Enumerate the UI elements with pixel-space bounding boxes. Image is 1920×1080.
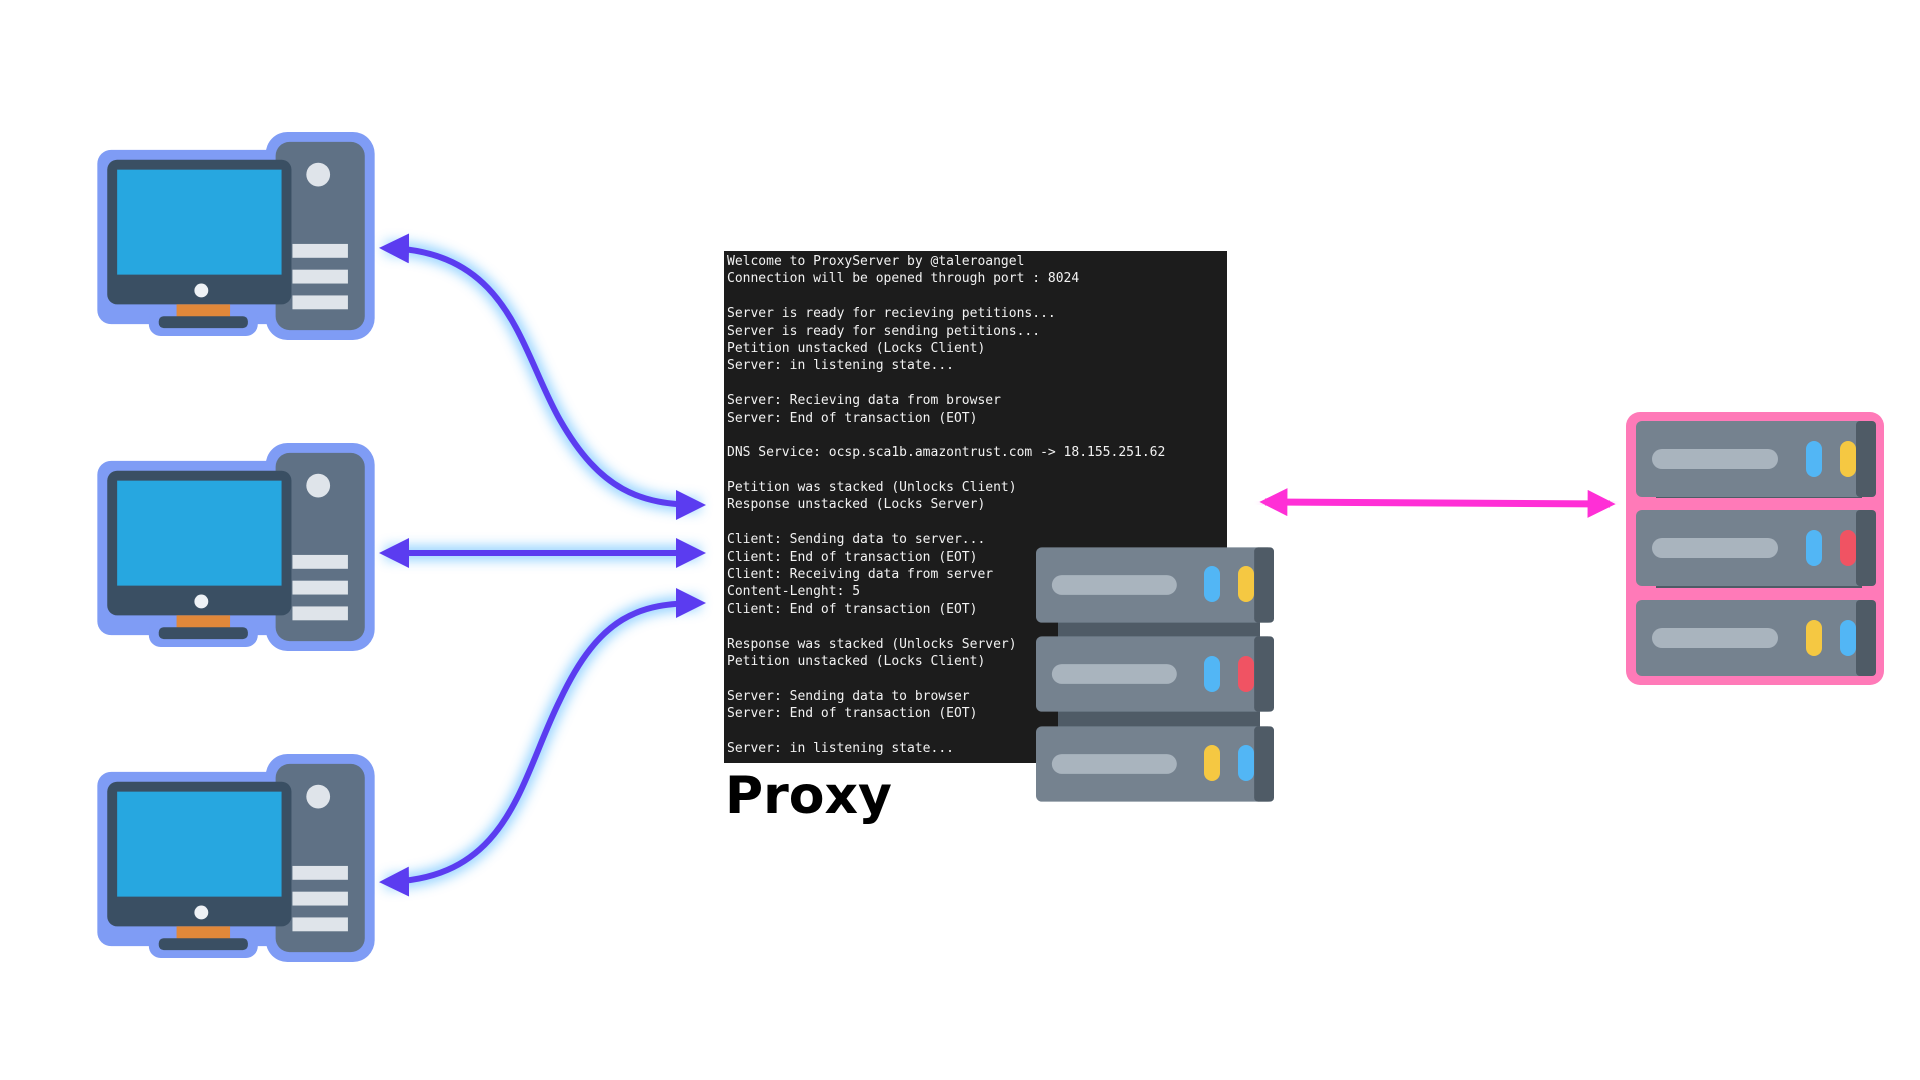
terminal-line: Server is ready for recieving petitions.… — [727, 306, 1056, 322]
terminal-line: Client: End of transaction (EOT) — [727, 601, 978, 617]
terminal-line: Petition unstacked (Locks Client) — [727, 653, 986, 669]
arrow-client-bottom-proxy — [379, 588, 706, 897]
terminal-line: Server: End of transaction (EOT) — [727, 706, 978, 722]
terminal-line: Server: in listening state... — [727, 358, 954, 374]
proxy-label: Proxy — [725, 766, 892, 826]
terminal-line: Client: End of transaction (EOT) — [727, 549, 978, 565]
terminal-line: DNS Service: ocsp.sca1b.amazontrust.com … — [727, 445, 1166, 461]
terminal-line: Client: Receiving data from server — [727, 567, 994, 583]
terminal-line: Client: Sending data to server... — [727, 532, 986, 548]
terminal-line: Petition was stacked (Unlocks Client) — [727, 480, 1017, 496]
terminal-line: Content-Lenght: 5 — [727, 584, 861, 600]
terminal-line: Server is ready for sending petitions... — [727, 323, 1041, 339]
terminal-line: Server: Sending data to browser — [727, 688, 970, 704]
terminal-line: Petition unstacked (Locks Client) — [727, 340, 986, 356]
remote-server-icon — [1626, 412, 1884, 685]
terminal-line: Response unstacked (Locks Server) — [727, 497, 986, 513]
terminal-line: Response was stacked (Unlocks Server) — [727, 636, 1017, 652]
terminal-line: Connection will be opened through port :… — [727, 271, 1080, 287]
arrow-proxy-server — [1259, 488, 1616, 518]
proxy-server-icon — [1036, 547, 1274, 802]
terminal-line: Welcome to ProxyServer by @taleroangel — [727, 254, 1025, 269]
terminal-line: Server: End of transaction (EOT) — [727, 410, 978, 426]
terminal-line: Server: Recieving data from browser — [727, 393, 1001, 409]
terminal-line: Server: in listening state... — [727, 740, 954, 756]
arrow-client-top-proxy — [379, 233, 706, 520]
